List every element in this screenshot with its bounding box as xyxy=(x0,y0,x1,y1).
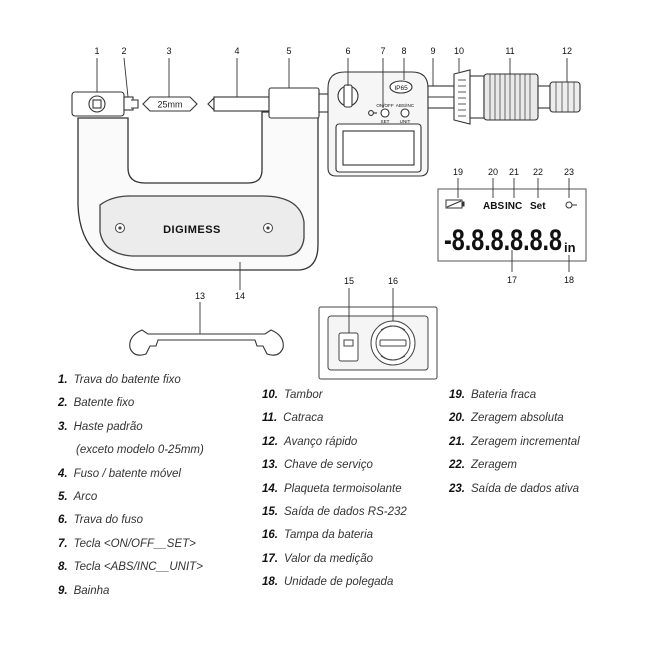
callout-6: 6 xyxy=(345,46,350,56)
callout-numbers: 1 2 3 4 5 6 7 8 9 10 11 12 13 14 15 16 1… xyxy=(94,46,574,301)
legend-item: 23.Saída de dados ativa xyxy=(449,482,580,495)
rs232-port xyxy=(338,332,359,362)
legend-item: 14.Plaqueta termoisolante xyxy=(262,482,402,495)
legend-item: 2.Batente fixo xyxy=(58,397,135,410)
leader-lines xyxy=(96,57,570,334)
callout-4: 4 xyxy=(234,46,239,56)
key2-bottom-label: UNIT xyxy=(400,119,411,124)
callout-1: 1 xyxy=(94,46,99,56)
legend-item: 8.Tecla <ABS/INC__UNIT> xyxy=(58,561,203,574)
callout-16: 16 xyxy=(388,276,398,286)
legend-item: 11.Catraca xyxy=(262,412,324,425)
legend-column-3: 19.Bateria fraca 20.Zeragem absoluta 21.… xyxy=(449,384,580,501)
anvil-assembly xyxy=(71,91,139,117)
legend-item: 6.Trava do fuso xyxy=(58,514,144,527)
legend-column-2: 10.Tambor 11.Catraca 12.Avanço rápido 13… xyxy=(262,384,407,595)
callout-21: 21 xyxy=(509,167,519,177)
callout-7: 7 xyxy=(380,46,385,56)
ip-rating-label: IP65 xyxy=(394,85,408,92)
callout-13: 13 xyxy=(195,291,205,301)
key-abs-inc-unit xyxy=(400,108,410,118)
legend-item-note: (exceto modelo 0-25mm) xyxy=(76,444,204,457)
service-wrench xyxy=(129,329,284,356)
legend-item: 15.Saída de dados RS-232 xyxy=(262,505,407,518)
callout-9: 9 xyxy=(430,46,435,56)
legend-item: 10.Tambor xyxy=(262,389,323,401)
legend-item: 18.Unidade de polegada xyxy=(262,576,394,589)
callout-10: 10 xyxy=(454,46,464,56)
key1-bottom-label: SET xyxy=(381,119,390,124)
standard-rod-label: 25mm xyxy=(157,100,182,110)
insulating-plate: DIGIMESS xyxy=(99,195,305,257)
callout-8: 8 xyxy=(401,46,406,56)
brand-label: DIGIMESS xyxy=(163,224,221,236)
callout-23: 23 xyxy=(564,167,574,177)
callout-5: 5 xyxy=(286,46,291,56)
low-battery-icon xyxy=(445,199,465,209)
flag-abs: ABS xyxy=(483,201,504,212)
legend-item: 4.Fuso / batente móvel xyxy=(58,467,181,480)
key2-top-label: ABS/INC xyxy=(396,103,415,108)
legend-item: 5.Arco xyxy=(58,490,98,503)
legend-item: 20.Zeragem absoluta xyxy=(449,412,564,425)
legend-item: 22.Zeragem xyxy=(449,459,518,472)
legend-item: 9.Bainha xyxy=(58,584,110,597)
legend-item: 17.Valor da medição xyxy=(262,552,374,565)
callout-12: 12 xyxy=(562,46,572,56)
callout-20: 20 xyxy=(488,167,498,177)
legend-item: 7.Tecla <ON/OFF__SET> xyxy=(58,537,196,550)
legend-item: 3.Haste padrão xyxy=(58,420,143,433)
data-out-icon xyxy=(565,201,577,209)
flag-inc: INC xyxy=(505,201,522,212)
legend-item: 1.Trava do batente fixo xyxy=(58,374,181,386)
legend-item: 19.Bateria fraca xyxy=(449,389,537,401)
flag-set: Set xyxy=(530,201,546,212)
key-on-off-set xyxy=(380,108,390,118)
callout-11: 11 xyxy=(505,46,514,56)
display-unit: in xyxy=(564,240,576,255)
legend-item: 21.Zeragem incremental xyxy=(449,435,580,448)
callout-19: 19 xyxy=(453,167,463,177)
standard-rod: 25mm xyxy=(142,96,198,112)
callout-15: 15 xyxy=(344,276,354,286)
display-reading: -8.8.8.8.8.8 xyxy=(444,224,562,257)
key1-top-label: ON/OFF xyxy=(376,103,394,108)
legend-item: 12.Avanço rápido xyxy=(262,435,358,448)
callout-17: 17 xyxy=(507,275,517,285)
battery-cover-detail xyxy=(318,306,438,380)
callout-22: 22 xyxy=(533,167,543,177)
lcd-detail: ABS INC Set -8.8.8.8.8.8 in xyxy=(437,188,587,262)
legend-item: 16.Tampa da bateria xyxy=(262,529,374,542)
callout-2: 2 xyxy=(121,46,126,56)
spindle xyxy=(207,96,270,112)
callout-14: 14 xyxy=(235,291,245,301)
display-body: IP65 ON/OFF ABS/INC SET UNIT xyxy=(327,71,429,177)
sleeve-thimble xyxy=(427,69,581,125)
legend-column-1: 1.Trava do batente fixo 2.Batente fixo 3… xyxy=(58,369,204,603)
callout-18: 18 xyxy=(564,275,574,285)
legend-item: 13.Chave de serviço xyxy=(262,459,373,472)
callout-3: 3 xyxy=(166,46,171,56)
